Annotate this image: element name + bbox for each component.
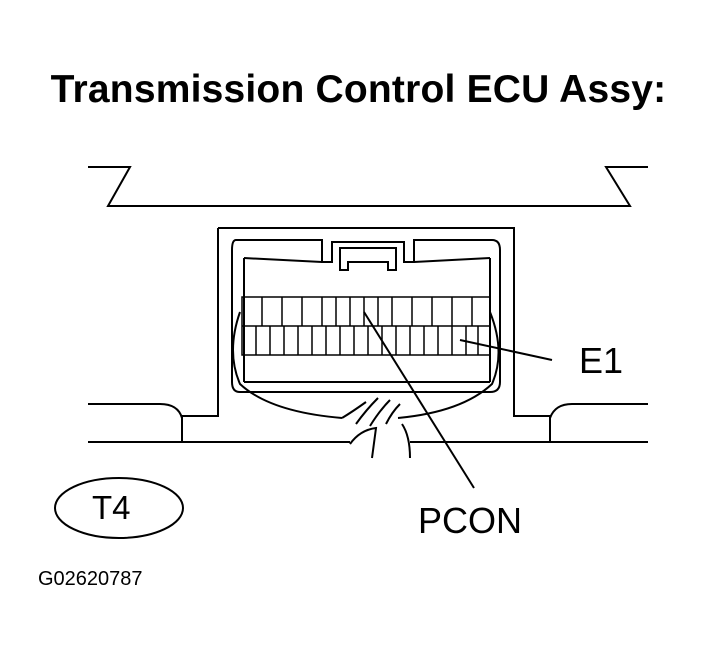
connector-housing: [88, 227, 648, 443]
connector-pin-grid: [241, 296, 491, 356]
connector-code-oval: [54, 477, 184, 539]
connector-code-label: T4: [92, 489, 131, 526]
pcon-terminal-label: PCON: [418, 500, 523, 541]
leader-lines: [363, 311, 553, 489]
diagram-title: Transmission Control ECU Assy:: [50, 68, 667, 111]
figure-id: G02620787: [38, 568, 143, 590]
e1-terminal-label: E1: [579, 340, 624, 381]
ecu-body-outline: [88, 166, 648, 207]
wire-harness: [232, 311, 500, 459]
